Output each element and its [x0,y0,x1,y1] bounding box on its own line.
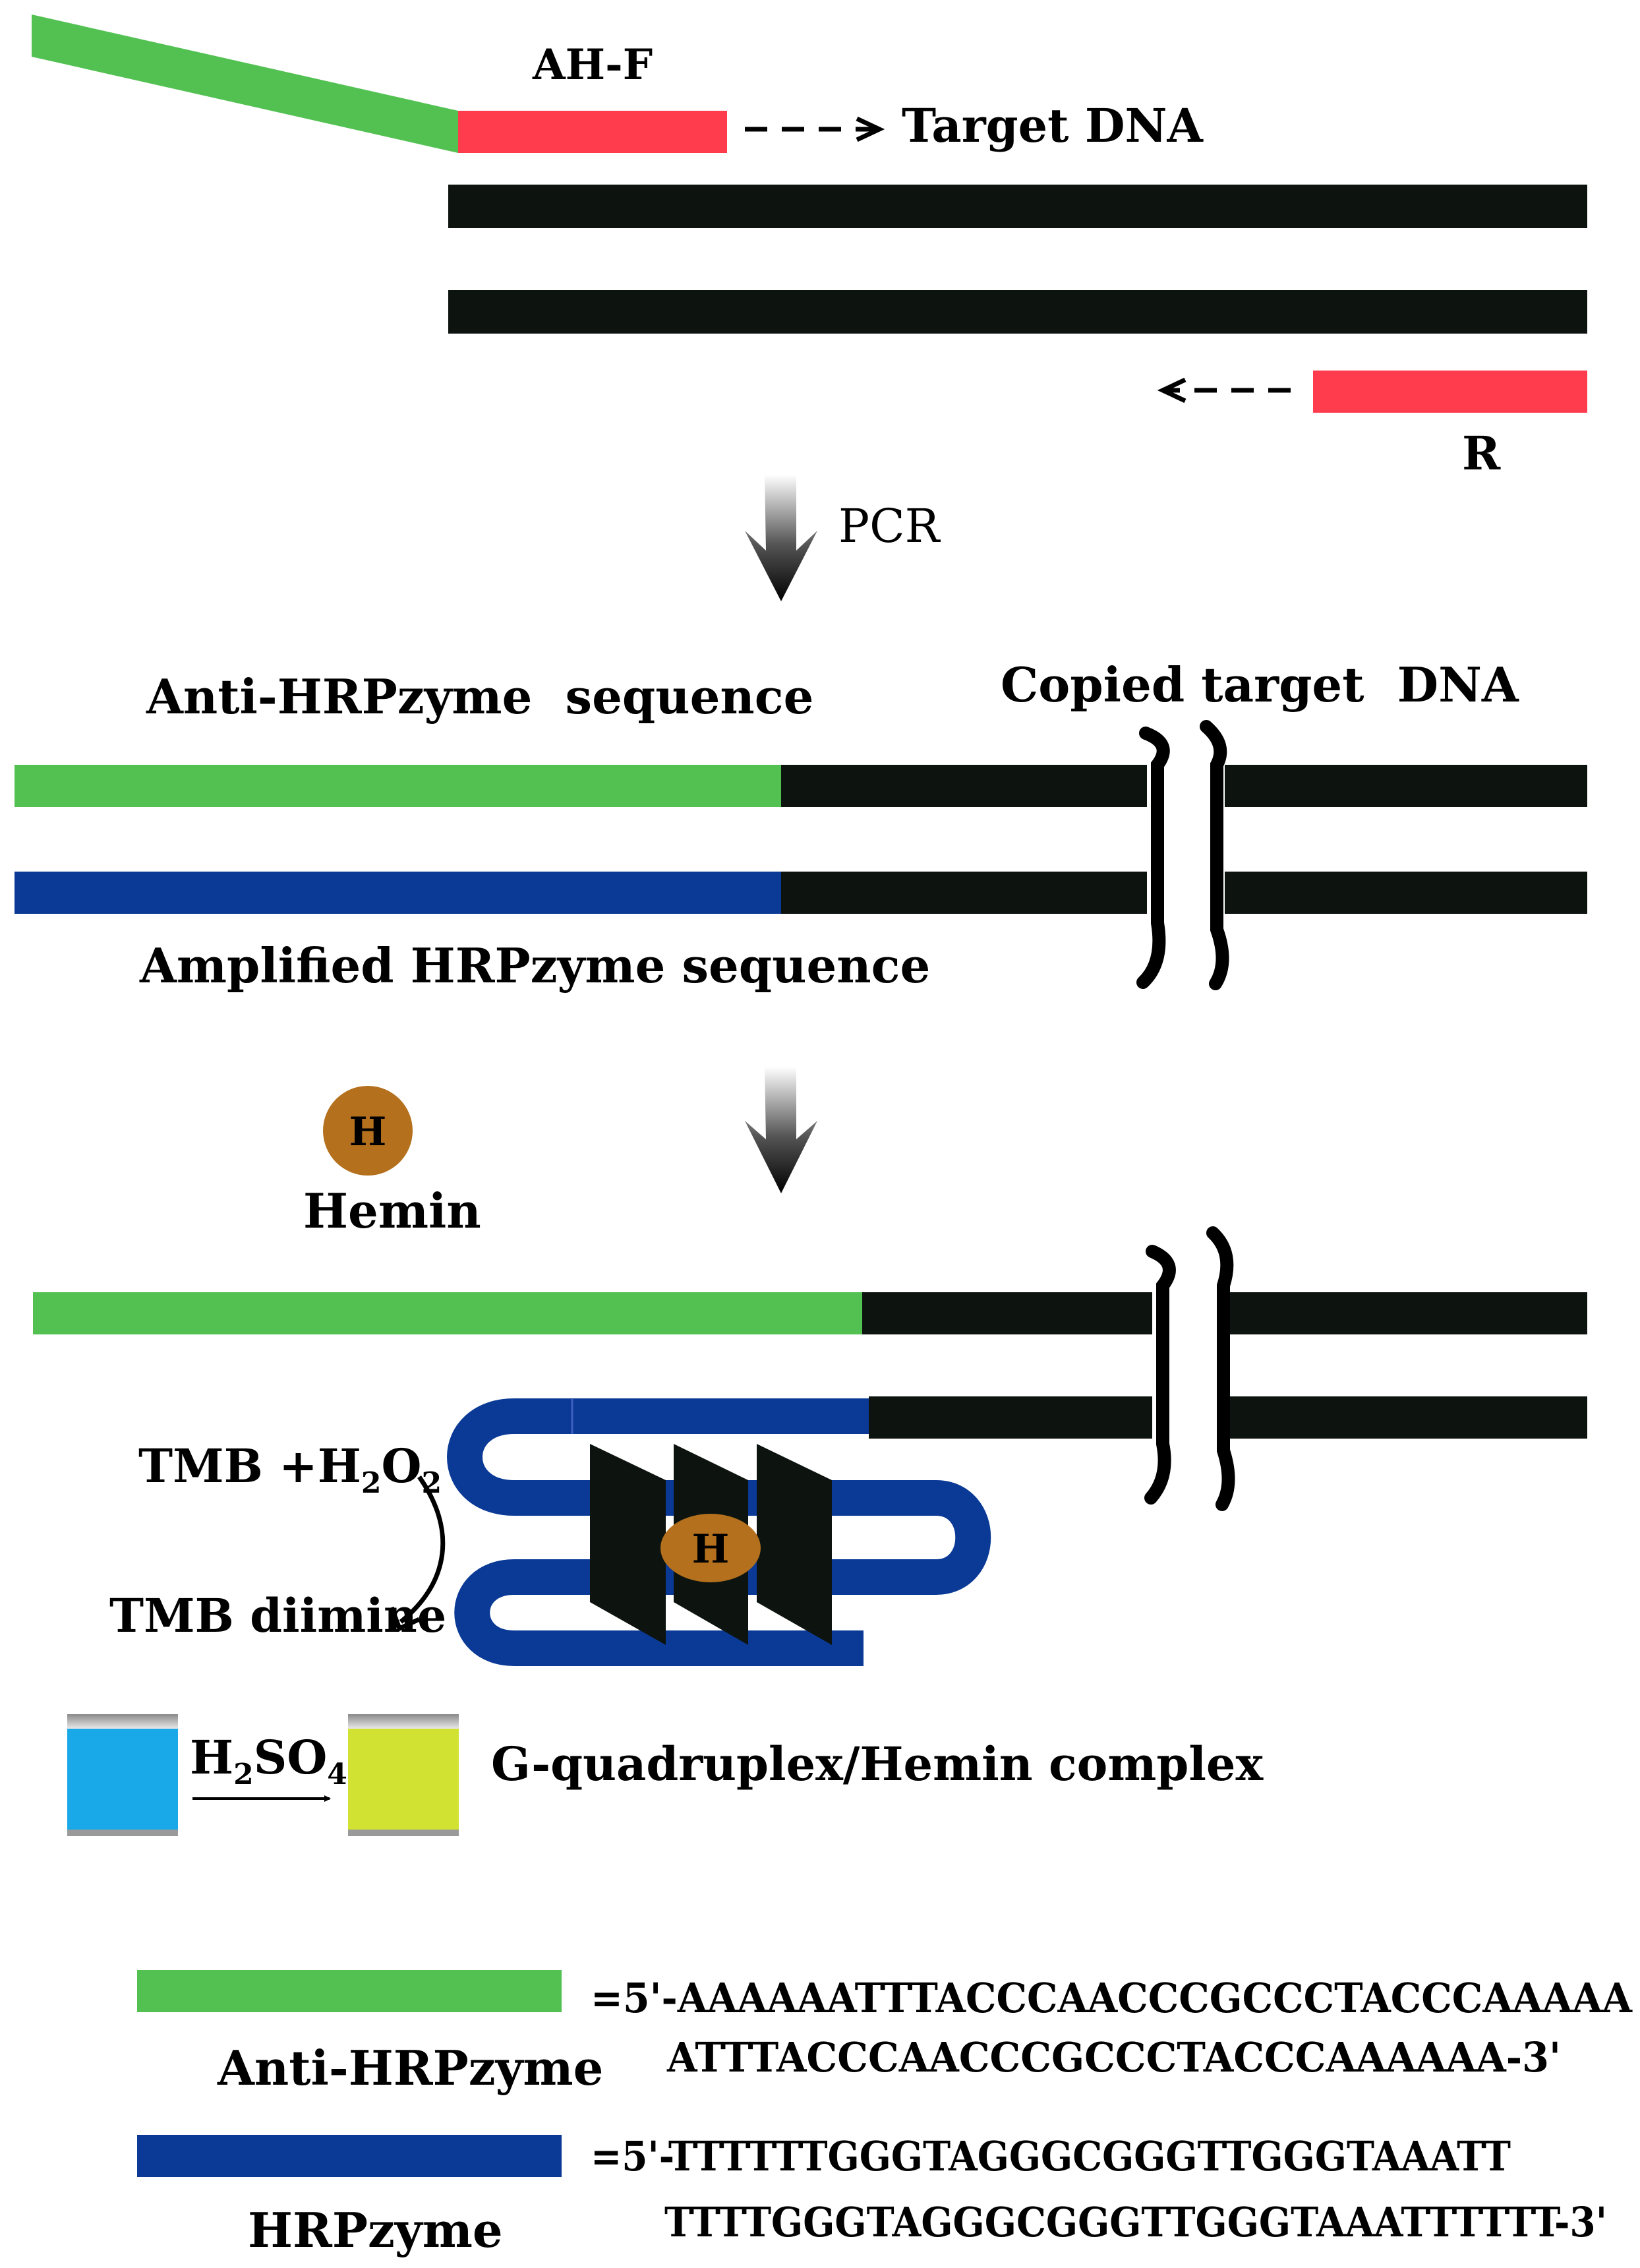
g-quartet-plane-1 [590,1444,666,1645]
step-arrow-1 [745,475,817,601]
target-dna-strand-top [448,185,1587,228]
folded-hrpzyme-strand [447,1398,991,1666]
forward-primer [458,111,727,153]
strand-break-mark-1 [1136,720,1229,990]
legend-anti-hrpzyme-seq-1: =5'-AAAAAATTTACCCAACCCGCCCTACCCAAAAA [591,1974,1633,2022]
primer-reverse-label: R [1462,426,1501,481]
tmb-oxidation-arrow [399,1475,446,1624]
product-hrpzyme-strand [15,872,782,914]
tmb-blue-solution [67,1714,178,1836]
legend-anti-hrpzyme-swatch [137,1970,562,2012]
target-dna-strand-bottom [448,290,1587,334]
tmb-diimine-label: TMB diimine [109,1588,446,1643]
reverse-extension-arrow [1157,377,1291,403]
forward-extension-arrow [745,116,885,142]
complex-anti-hrpzyme-strand [33,1292,864,1334]
tmb-oxidation-arrow-head [389,1606,421,1632]
reverse-primer [1313,371,1587,413]
tmb-h2o2-label: TMB +H2O2 [138,1439,442,1500]
step-pcr-label: PCR [838,499,941,553]
complex-label: G-quadruplex/Hemin complex [491,1737,1264,1791]
bound-hemin-symbol: H [692,1526,730,1572]
hemin-molecule [323,1086,413,1176]
anti-hrpzyme-sequence-label: Anti-HRPzyme sequence [146,669,813,725]
legend-anti-hrpzyme-seq-2: ATTTACCCAACCCGCCCTACCCAAAAAA-3' [666,2033,1561,2081]
target-dna-label: Target DNA [902,98,1204,153]
bound-hemin [660,1514,761,1582]
g-quartet-plane-3 [757,1444,832,1645]
copied-target-dna-label: Copied target DNA [1001,657,1519,713]
legend-hrpzyme-seq-2: TTTTGGGTAGGGCGGGTTGGGTAAATTTTTT-3' [664,2198,1607,2246]
h2so4-label: H2SO4 [190,1730,347,1791]
hemin-symbol: H [349,1109,387,1155]
anti-hrpzyme-tail [32,15,458,153]
primer-forward-label: AH-F [532,40,653,90]
legend-hrpzyme-seq-1: =5'-TTTTTTGGGTAGGGCGGGTTGGGTAAATT [591,2132,1511,2180]
step-arrow-2 [745,1067,817,1193]
product-anti-hrpzyme-strand [15,765,782,807]
tmb-yellow-solution [348,1714,459,1836]
hemin-label: Hemin [303,1183,481,1239]
legend-hrpzyme-swatch [137,2135,562,2177]
legend-hrpzyme-name: HRPzyme [248,2202,503,2258]
strand-break-mark-2 [1144,1226,1235,1511]
legend-anti-hrpzyme-name: Anti-HRPzyme [217,2040,603,2096]
amplified-hrpzyme-sequence-label: Amplified HRPzyme sequence [139,938,930,994]
